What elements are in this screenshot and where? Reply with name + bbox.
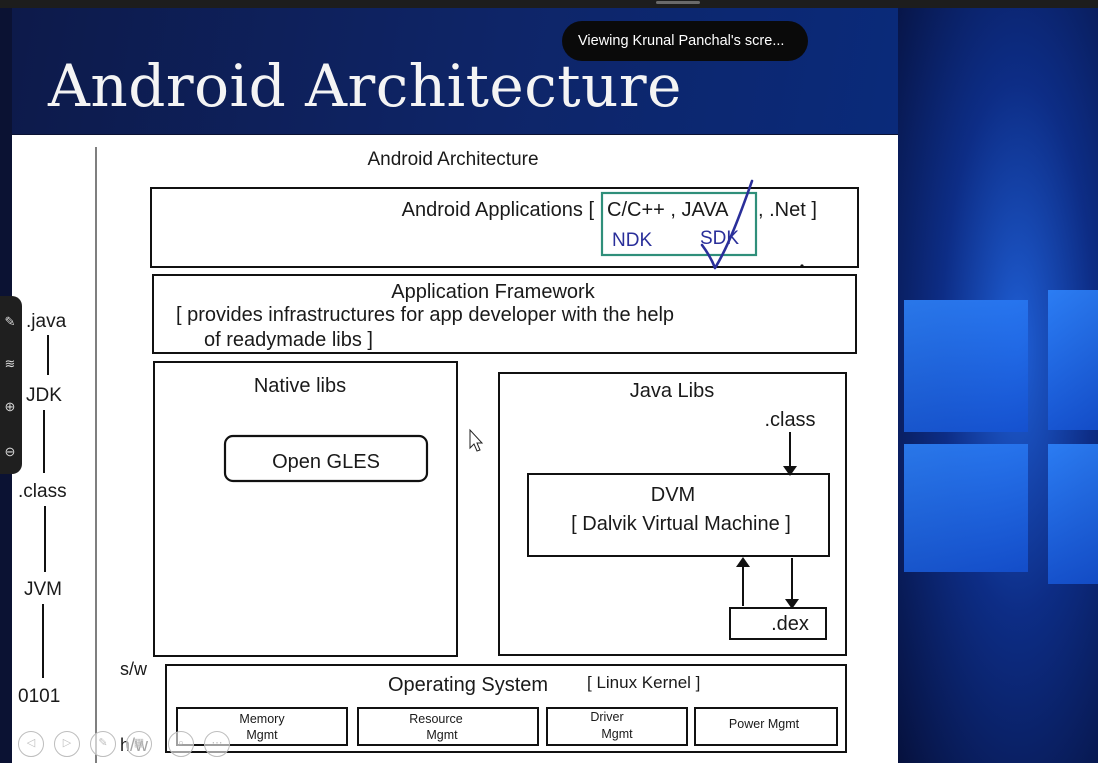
flow-class: .class bbox=[18, 481, 67, 502]
annotation-tool-rail: ✎ ≋ ⊕ ⊖ bbox=[0, 296, 22, 474]
power-mgmt-label: Power Mgmt bbox=[729, 717, 800, 731]
flow-jvm: JVM bbox=[24, 579, 62, 600]
opengles-label: Open GLES bbox=[272, 451, 380, 473]
memory-mgmt-line2: Mgmt bbox=[246, 728, 278, 742]
languages-text: C/C++ , JAVA bbox=[607, 199, 729, 221]
flow-binary: 0101 bbox=[18, 686, 60, 707]
resource-mgmt-line2: Mgmt bbox=[426, 728, 458, 742]
arrow-head-icon bbox=[736, 557, 750, 567]
checkmark-annotation bbox=[700, 179, 754, 270]
ink-dot bbox=[800, 264, 804, 268]
arrow-head-icon bbox=[783, 466, 797, 476]
search-icon[interactable]: ⌕ bbox=[168, 731, 194, 757]
more-icon[interactable]: ⋯ bbox=[204, 731, 230, 757]
opengles-box bbox=[223, 434, 429, 483]
native-libs-box bbox=[153, 361, 458, 657]
slide-whiteboard: Android Architecture Android Application… bbox=[12, 135, 898, 763]
slides-icon[interactable]: ▦ bbox=[126, 731, 152, 757]
driver-mgmt-line2: Mgmt bbox=[601, 727, 633, 741]
windows-logo-pane bbox=[904, 300, 1028, 432]
memory-mgmt-box bbox=[176, 707, 348, 746]
dex-label: .dex bbox=[771, 613, 809, 635]
highlighter-icon[interactable]: ≋ bbox=[4, 356, 16, 371]
net-text: , .Net ] bbox=[758, 199, 817, 221]
flow-java: .java bbox=[26, 311, 67, 332]
dvm-fullname: [ Dalvik Virtual Machine ] bbox=[571, 513, 791, 535]
applications-label: Android Applications [ bbox=[402, 199, 595, 221]
power-mgmt-box bbox=[694, 707, 838, 746]
driver-mgmt-line1: Driver bbox=[590, 710, 623, 724]
dvm-box bbox=[527, 473, 830, 557]
mouse-pointer-icon bbox=[469, 428, 484, 452]
play-icon[interactable]: ▷ bbox=[54, 731, 80, 757]
os-box bbox=[165, 664, 847, 753]
slide-title: Android Architecture bbox=[48, 52, 682, 120]
framework-title: Application Framework bbox=[391, 281, 595, 303]
arrow-head-icon bbox=[785, 599, 799, 609]
java-libs-box bbox=[498, 372, 847, 656]
software-layer-label: s/w bbox=[120, 659, 148, 679]
framework-line2: of readymade libs ] bbox=[204, 329, 373, 351]
native-libs-title: Native libs bbox=[254, 375, 346, 397]
prev-icon[interactable]: ◁ bbox=[18, 731, 44, 757]
window-top-bar bbox=[0, 0, 1098, 8]
diagram-heading: Android Architecture bbox=[367, 149, 538, 170]
applications-box bbox=[150, 187, 859, 268]
screen-share-banner[interactable]: Viewing Krunal Panchal's scre... bbox=[562, 21, 808, 61]
java-libs-title: Java Libs bbox=[630, 380, 715, 402]
windows-logo-pane bbox=[1048, 290, 1098, 430]
ndk-annotation: NDK bbox=[612, 230, 652, 251]
framework-line1: [ provides infrastructures for app devel… bbox=[176, 304, 674, 326]
flow-jdk: JDK bbox=[26, 385, 62, 406]
resource-mgmt-box bbox=[357, 707, 539, 746]
memory-mgmt-line1: Memory bbox=[239, 712, 285, 726]
framework-box bbox=[152, 274, 857, 354]
class-label: .class bbox=[764, 409, 815, 431]
resource-mgmt-line1: Resource bbox=[409, 712, 463, 726]
languages-highlight-box bbox=[600, 191, 758, 257]
pen-icon[interactable]: ✎ bbox=[4, 314, 16, 329]
edit-icon[interactable]: ✎ bbox=[90, 731, 116, 757]
zoom-out-icon[interactable]: ⊖ bbox=[4, 444, 16, 459]
zoom-in-icon[interactable]: ⊕ bbox=[4, 399, 16, 414]
os-title: Operating System bbox=[388, 674, 548, 696]
architecture-diagram: Android Architecture Android Application… bbox=[18, 147, 859, 763]
drag-handle-icon[interactable] bbox=[656, 1, 700, 4]
windows-logo-pane bbox=[904, 444, 1028, 572]
os-kernel: [ Linux Kernel ] bbox=[587, 673, 700, 692]
desktop-background bbox=[898, 8, 1098, 763]
driver-mgmt-box bbox=[546, 707, 688, 746]
sdk-annotation: SDK bbox=[700, 228, 739, 249]
dex-box bbox=[729, 607, 827, 640]
dvm-title: DVM bbox=[651, 484, 695, 506]
windows-logo-pane bbox=[1048, 444, 1098, 584]
